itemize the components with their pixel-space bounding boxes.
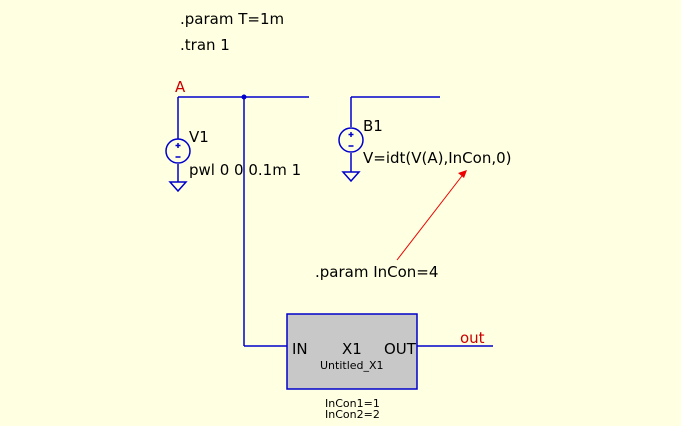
net-label-a[interactable]: A: [175, 78, 186, 96]
block-subtitle: Untitled_X1: [320, 359, 384, 372]
voltage-source-v1[interactable]: [165, 138, 191, 164]
pin-out-label: OUT: [384, 340, 417, 358]
ground-icon[interactable]: [168, 181, 188, 193]
v1-value[interactable]: pwl 0 0 0.1m 1: [189, 161, 301, 179]
annotation-arrow: [396, 170, 467, 261]
b1-value[interactable]: V=idt(V(A),InCon,0): [363, 149, 512, 167]
v1-name[interactable]: V1: [189, 128, 209, 146]
voltage-source-icon: [165, 138, 191, 164]
junction-dot: [241, 94, 247, 100]
block-name: X1: [342, 340, 362, 358]
block-param-1[interactable]: InCon1=1: [325, 397, 380, 410]
wires: [177, 96, 493, 347]
voltage-source-icon: [338, 127, 364, 153]
block-param-2[interactable]: InCon2=2: [325, 408, 380, 421]
behavioral-source-b1[interactable]: [338, 127, 364, 153]
net-label-out[interactable]: out: [460, 329, 485, 347]
ground-icon[interactable]: [341, 171, 361, 183]
directive-param-t[interactable]: .param T=1m: [180, 10, 284, 28]
pin-in-label: IN: [292, 340, 308, 358]
directive-tran[interactable]: .tran 1: [180, 36, 230, 54]
subcircuit-block-x1[interactable]: IN X1 OUT Untitled_X1: [286, 313, 418, 390]
block-body: [286, 313, 418, 390]
directive-param-incon[interactable]: .param InCon=4: [315, 263, 438, 281]
plus-sign-icon: [175, 143, 181, 148]
b1-name[interactable]: B1: [363, 117, 383, 135]
plus-sign-icon: [348, 132, 354, 137]
